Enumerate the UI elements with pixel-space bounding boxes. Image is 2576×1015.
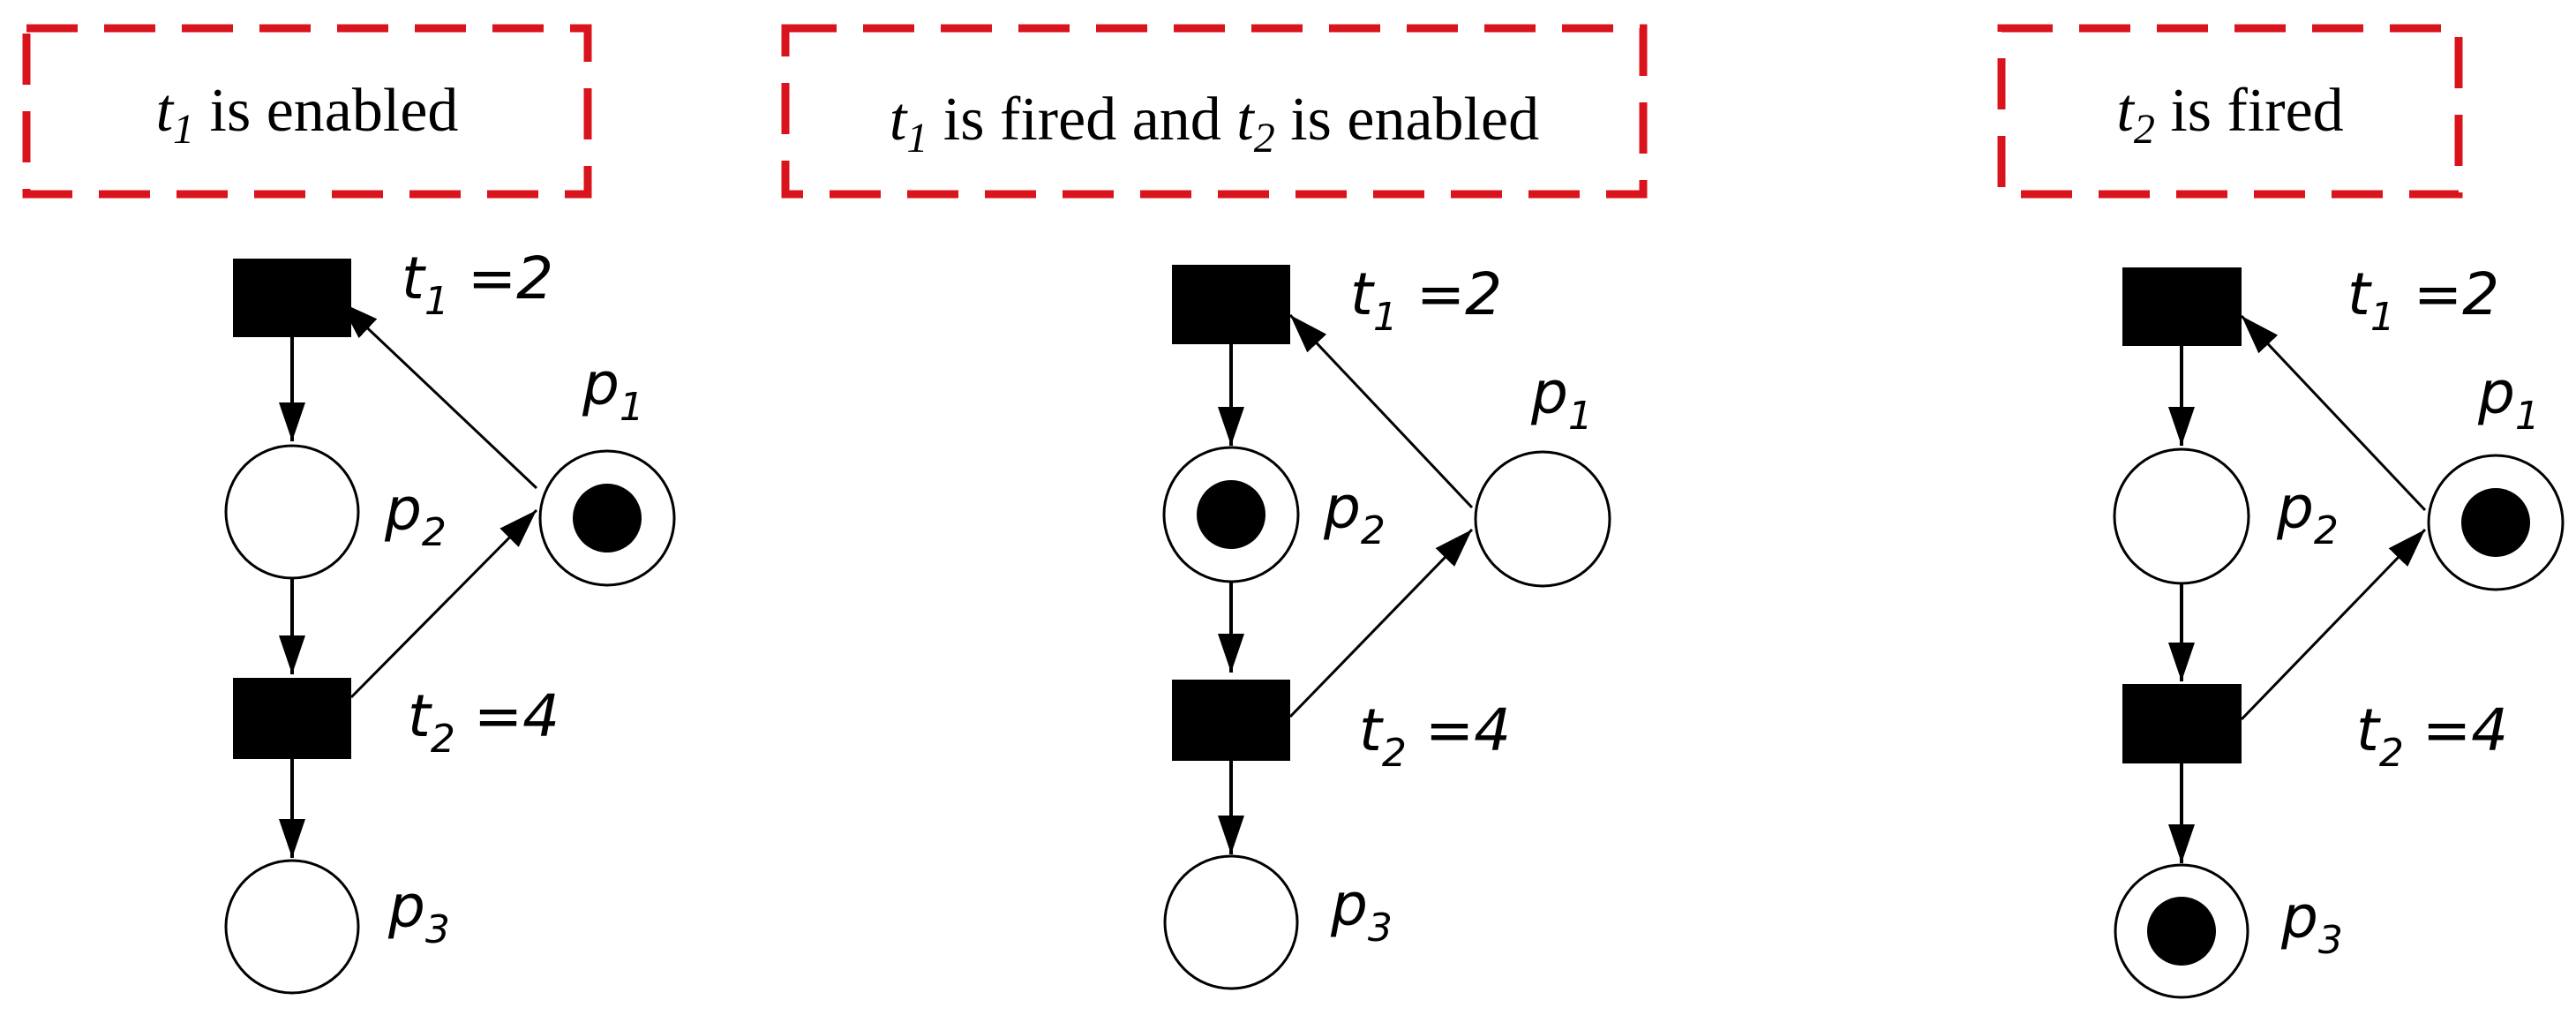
arc-t2-p1 (349, 508, 538, 699)
panel-2: t1 is fired and t2 is enabled t1 =2 p1 p… (781, 24, 1648, 990)
transition-t1 (2122, 267, 2242, 346)
place-p3 (1163, 854, 1299, 990)
caption-frame (781, 24, 1648, 199)
token-p3 (2147, 897, 2216, 966)
label-p2: p2 (384, 476, 447, 555)
arc-p1-t1 (2240, 314, 2427, 512)
transition-t2 (1172, 680, 1290, 761)
transition-t2 (2122, 684, 2242, 763)
place-p1 (1474, 450, 1611, 588)
place-p2 (2113, 447, 2250, 585)
label-t1: t1 =2 (402, 244, 553, 324)
transition-t2 (233, 678, 351, 759)
label-p1: p1 (2477, 359, 2540, 439)
arc-t2-p1 (1288, 528, 1474, 718)
place-p2 (224, 444, 360, 580)
caption-frame (22, 24, 592, 199)
label-t1: t1 =2 (1350, 260, 1502, 340)
label-p2: p2 (2276, 474, 2339, 553)
arc-t2-p1 (2240, 528, 2427, 721)
label-p3: p3 (387, 873, 450, 952)
transition-t1 (1172, 265, 1290, 344)
arc-p1-t1 (1288, 313, 1474, 509)
label-t2: t2 =4 (2356, 696, 2508, 776)
label-p1: p1 (1530, 359, 1593, 439)
arc-p1-t1 (338, 300, 538, 490)
panel-3: t2 is fired t1 =2 p1 p2 t2 =4 p3 (1997, 24, 2565, 999)
label-t1: t1 =2 (2347, 260, 2499, 340)
label-t2: t2 =4 (1359, 696, 1511, 776)
label-p3: p3 (2280, 883, 2343, 963)
place-p3 (224, 859, 360, 995)
label-p2: p2 (1323, 474, 1386, 553)
label-t2: t2 =4 (408, 682, 560, 762)
caption-text: t1 is enabled (156, 77, 459, 153)
token-p1 (573, 484, 642, 553)
caption-text: t1 is fired and t2 is enabled (890, 86, 1539, 162)
label-p1: p1 (582, 350, 644, 430)
label-p3: p3 (1330, 871, 1393, 951)
token-p1 (2461, 488, 2530, 557)
token-p2 (1197, 480, 1265, 549)
caption-text: t2 is fired (2116, 77, 2343, 153)
transition-t1 (233, 259, 351, 337)
panel-1: t1 is enabled t1 =2 p1 p2 t2 =4 p3 (22, 24, 676, 995)
